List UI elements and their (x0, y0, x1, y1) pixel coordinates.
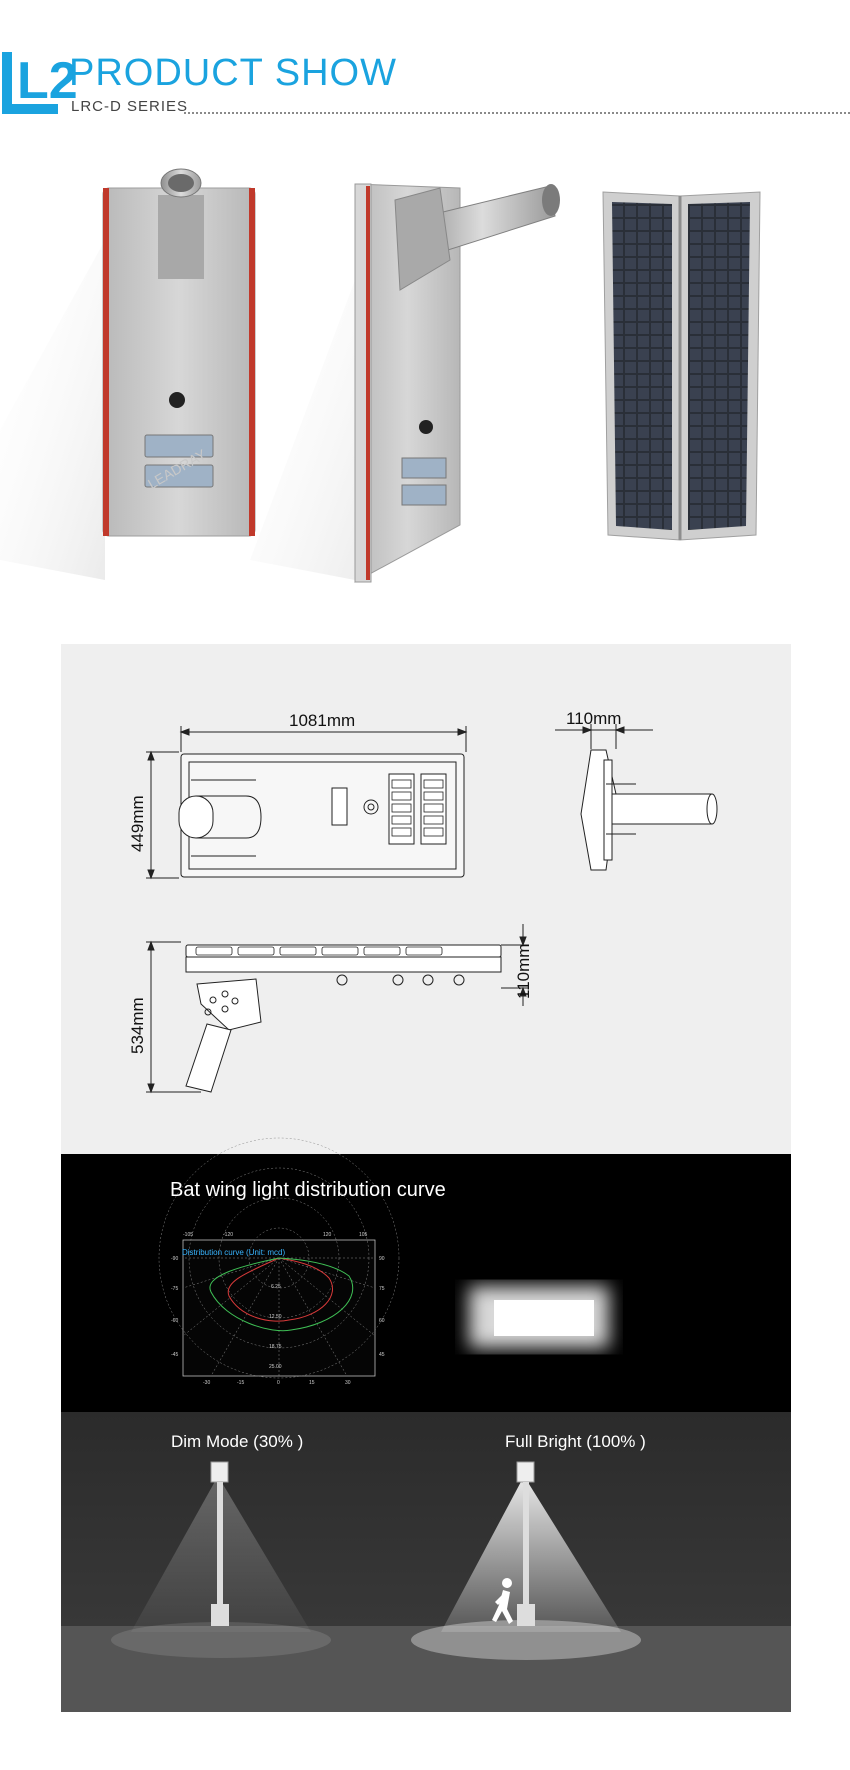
length-dimension: 1081mm (289, 711, 355, 730)
top-tick: -105 (183, 1232, 193, 1238)
bottom-tick: 0 (277, 1380, 280, 1386)
product-photos: LEADRAY (0, 168, 761, 583)
full-bright-label: Full Bright (100% ) (505, 1432, 646, 1451)
top-tick: 105 (359, 1232, 368, 1238)
right-tick: 45 (379, 1352, 385, 1358)
curve-title: Bat wing light distribution curve (170, 1179, 446, 1201)
brand-logo: L2 (2, 52, 78, 114)
right-tick: 60 (379, 1318, 385, 1324)
light-distribution-panel: Bat wing light distribution curve -105 -… (61, 1137, 791, 1412)
page-title: PRODUCT SHOW (69, 52, 397, 94)
dim-mode-label: Dim Mode (30% ) (171, 1432, 304, 1451)
dimension-drawing-panel: 1081mm 449mm 110mm 534mm 110mm (61, 644, 791, 1154)
left-tick: -45 (171, 1352, 178, 1358)
right-tick: 75 (379, 1286, 385, 1292)
left-tick: -60 (171, 1318, 178, 1324)
polar-distribution-chart: -105 -120 120 105 -90 -75 -60 -45 90 75 … (158, 1137, 400, 1386)
side-depth-dimension: 110mm (514, 944, 533, 999)
radial-label: 25.00 (269, 1364, 282, 1370)
width-dimension: 449mm (128, 795, 147, 852)
page-header: L2 PRODUCT SHOW LRC-D SERIES (0, 0, 850, 125)
bottom-tick: -15 (237, 1380, 244, 1386)
dimension-drawing: 1081mm 449mm 110mm 534mm 110mm (128, 709, 718, 1094)
height-dimension: 534mm (128, 997, 147, 1054)
lighting-modes-illustration (61, 1461, 791, 1712)
top-tick: 120 (323, 1232, 332, 1238)
dim-mode-lamp (111, 1461, 331, 1658)
full-bright-lamp (411, 1461, 641, 1660)
bottom-tick: 30 (345, 1380, 351, 1386)
logo-text: L2 (17, 52, 78, 110)
curve-legend: Distribution curve (Unit: mcd) (182, 1248, 286, 1257)
series-subtitle: LRC-D SERIES (71, 98, 189, 115)
light-glow-illustration (469, 1286, 609, 1348)
lighting-modes-panel: Dim Mode (30% ) Full Bright (100% ) (61, 1412, 791, 1712)
solar-panel-photo (602, 191, 761, 541)
left-tick: -75 (171, 1286, 178, 1292)
right-tick: 90 (379, 1256, 385, 1262)
radial-label: 6.25 (271, 1284, 281, 1290)
radial-label: 18.75 (269, 1344, 282, 1350)
depth-dimension: 110mm (566, 709, 621, 728)
side-view-photo (354, 183, 560, 583)
bottom-tick: -30 (203, 1380, 210, 1386)
bottom-tick: 15 (309, 1380, 315, 1386)
dotted-divider (184, 112, 850, 114)
front-view-photo: LEADRAY (102, 168, 256, 537)
left-tick: -90 (171, 1256, 178, 1262)
top-tick: -120 (223, 1232, 233, 1238)
radial-label: 12.50 (269, 1314, 282, 1320)
walking-person-icon (492, 1578, 513, 1624)
